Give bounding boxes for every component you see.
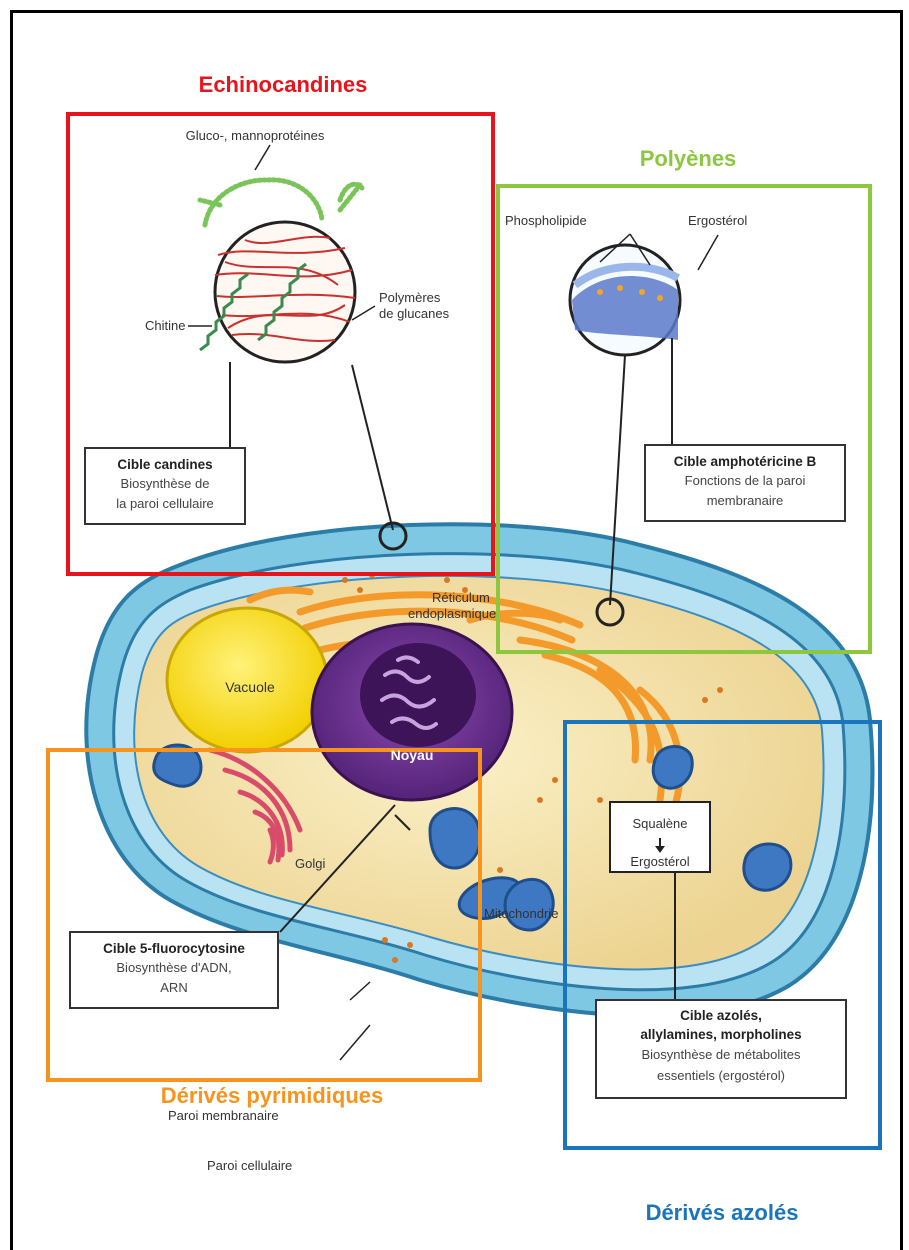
label-vacuole: Vacuole	[225, 679, 275, 695]
title-pyrimidiques: Dérivés pyrimidiques	[161, 1083, 384, 1108]
label-chitine: Chitine	[145, 318, 185, 333]
label-ergosterol-membrane: Ergostérol	[688, 213, 747, 228]
label-gluco: Gluco-, mannoprotéines	[186, 128, 325, 143]
label-paroi-cellulaire: Paroi cellulaire	[207, 1158, 292, 1173]
label-mitochondrie: Mitochondrie	[484, 906, 558, 921]
label-paroi-membranaire: Paroi membranaire	[168, 1108, 279, 1123]
title-azoles: Dérivés azolés	[646, 1200, 799, 1225]
label-polymeres-2: de glucanes	[379, 306, 450, 321]
label-ergosterol-box: Ergostérol	[630, 854, 689, 869]
title-polyenes: Polyènes	[640, 146, 737, 171]
azoles-line1: Biosynthèse de métabolites	[642, 1047, 801, 1062]
azoles-title-1: Cible azolés,	[680, 1008, 762, 1023]
candines-line1: Biosynthèse de	[121, 476, 210, 491]
fluorocytosine-line1: Biosynthèse d'ADN,	[116, 960, 231, 975]
fluorocytosine-title: Cible 5-fluorocytosine	[103, 941, 245, 956]
azoles-title-2: allylamines, morpholines	[640, 1027, 801, 1042]
candines-title: Cible candines	[117, 457, 212, 472]
label-golgi: Golgi	[295, 856, 325, 871]
label-reticulum-1: Réticulum	[432, 590, 490, 605]
azoles-line2: essentiels (ergostérol)	[657, 1068, 785, 1083]
amphotericine-title: Cible amphotéricine B	[674, 454, 817, 469]
title-echinocandines: Echinocandines	[199, 72, 368, 97]
amphotericine-line2: membranaire	[707, 493, 784, 508]
label-noyau: Noyau	[391, 747, 434, 763]
label-polymeres-1: Polymères	[379, 290, 441, 305]
label-reticulum-2: endoplasmique	[408, 606, 496, 621]
candines-line2: la paroi cellulaire	[116, 496, 214, 511]
fluorocytosine-line2: ARN	[160, 980, 187, 995]
label-phospholipide: Phospholipide	[505, 213, 587, 228]
amphotericine-line1: Fonctions de la paroi	[685, 473, 806, 488]
label-squalene: Squalène	[633, 816, 688, 831]
